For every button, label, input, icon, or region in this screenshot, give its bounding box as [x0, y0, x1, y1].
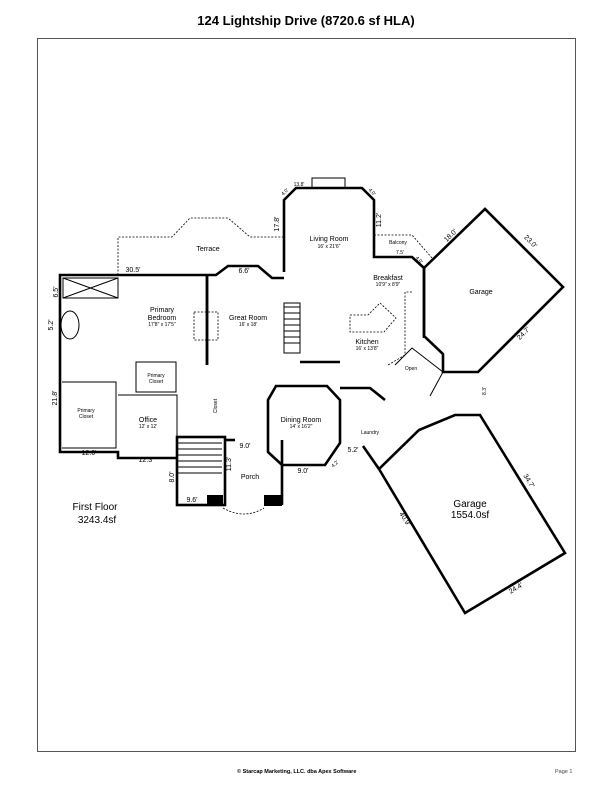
- kitchen-dims: 16' x 13'8": [356, 346, 379, 352]
- primary-bedroom-label-line1: Primary: [150, 307, 175, 314]
- drawing-frame: [37, 38, 576, 752]
- great-room-dims: 16' x 18': [239, 322, 257, 328]
- dimension-label: 11.2': [376, 213, 383, 227]
- living-room-walls: [282, 186, 426, 338]
- dimension-label: 9.6': [186, 497, 197, 504]
- shower: [62, 277, 119, 299]
- dimension-label: 6.5': [53, 286, 60, 297]
- dimension-label: 5.2': [48, 319, 55, 330]
- dimension-label: 4.2': [330, 459, 340, 469]
- office-dims: 12' x 12': [139, 424, 157, 430]
- living-room-dims: 16' x 21'6": [318, 244, 341, 250]
- fireplace: [311, 177, 346, 189]
- bathtub: [60, 310, 80, 340]
- dining-room-walls: [266, 384, 342, 467]
- closet-label: Closet: [213, 398, 219, 413]
- dimension-label: 6.6': [238, 268, 249, 275]
- primary-closet-2-line2: Closet: [149, 379, 164, 385]
- stair-treads: [177, 306, 300, 474]
- floor-area: 3243.4sf: [78, 515, 117, 526]
- dimension-label: 12.0': [82, 450, 97, 457]
- dimension-label: 4.0': [414, 255, 424, 265]
- garage-1-walls: [422, 207, 565, 374]
- shower-x: [62, 277, 119, 299]
- rear-stairs: [283, 302, 301, 354]
- garage-1-label: Garage: [469, 289, 492, 296]
- primary-suite-walls: [58, 273, 207, 460]
- porch-steps: [222, 507, 265, 515]
- breakfast-dims: 10'9" x 8'9": [376, 282, 401, 288]
- laundry-walls: [340, 386, 386, 402]
- kitchen-counter: [387, 291, 412, 366]
- open-label: Open: [405, 366, 417, 372]
- primary-closet-1-line2: Closet: [79, 414, 94, 420]
- dimension-label: 13.8': [294, 182, 305, 188]
- dimension-label: 30.5': [126, 267, 141, 274]
- dining-room-label: Dining Room: [281, 417, 322, 424]
- great-room-label: Great Room: [229, 315, 267, 322]
- floor-name: First Floor: [73, 502, 119, 513]
- terrace-label: Terrace: [196, 246, 219, 253]
- dimension-label: 21.8': [52, 391, 59, 406]
- kitchen-label: Kitchen: [355, 339, 378, 346]
- page-number: Page 1: [555, 769, 573, 775]
- office-label: Office: [139, 417, 157, 424]
- dimension-label: 5.2': [347, 447, 358, 454]
- front-stair-block: [175, 435, 227, 507]
- dimension-label: 24.4': [508, 582, 524, 596]
- primary-closet-walls: [62, 381, 117, 449]
- primary-closet-1-line1: Primary: [77, 408, 95, 414]
- dimension-label: 40.9': [397, 511, 411, 527]
- kitchen-island: [349, 302, 397, 333]
- dimension-label: 17.8': [274, 217, 281, 232]
- porch-column: [264, 495, 282, 506]
- page-title: 124 Lightship Drive (8720.6 sf HLA): [197, 13, 415, 28]
- garage-2-walls: [377, 413, 567, 615]
- dimension-label: 9.0': [297, 468, 308, 475]
- bed-outline: [193, 311, 219, 341]
- primary-bedroom-dims: 17'8" x 17'5": [148, 322, 176, 328]
- copyright-footer: © Starcap Marketing, LLC. dba Apex Softw…: [237, 769, 357, 775]
- dimension-label: 4.0': [367, 187, 377, 197]
- dimension-label: 9.0': [239, 443, 250, 450]
- great-room-top-wall: [207, 264, 284, 280]
- balcony-label: Balcony: [389, 240, 407, 246]
- primary-closet-2-line1: Primary: [147, 373, 165, 379]
- open-area-outline: [394, 347, 444, 397]
- dimension-label: 12.3': [139, 457, 154, 464]
- living-room-label: Living Room: [310, 236, 349, 243]
- primary-closet-2-walls: [135, 361, 177, 393]
- dimension-label: 11.3': [226, 457, 233, 471]
- dimension-label: 24.7': [516, 326, 532, 342]
- garage-2-area: 1554.0sf: [451, 510, 490, 521]
- dimension-label: 8.3': [482, 387, 488, 395]
- porch-label: Porch: [241, 474, 259, 481]
- dimension-label: 7.5': [396, 250, 404, 256]
- breakfast-label: Breakfast: [373, 275, 403, 282]
- dining-room-dims: 14' x 16'2": [290, 424, 313, 430]
- dimension-label: 4.0': [280, 187, 290, 197]
- porch-column: [207, 495, 223, 506]
- garage-2-wall: [361, 445, 381, 470]
- laundry-label: Laundry: [361, 430, 380, 436]
- dimension-label: 8.0': [169, 471, 176, 482]
- primary-bedroom-label-line2: Bedroom: [148, 315, 177, 322]
- garage-2-label: Garage: [453, 499, 487, 510]
